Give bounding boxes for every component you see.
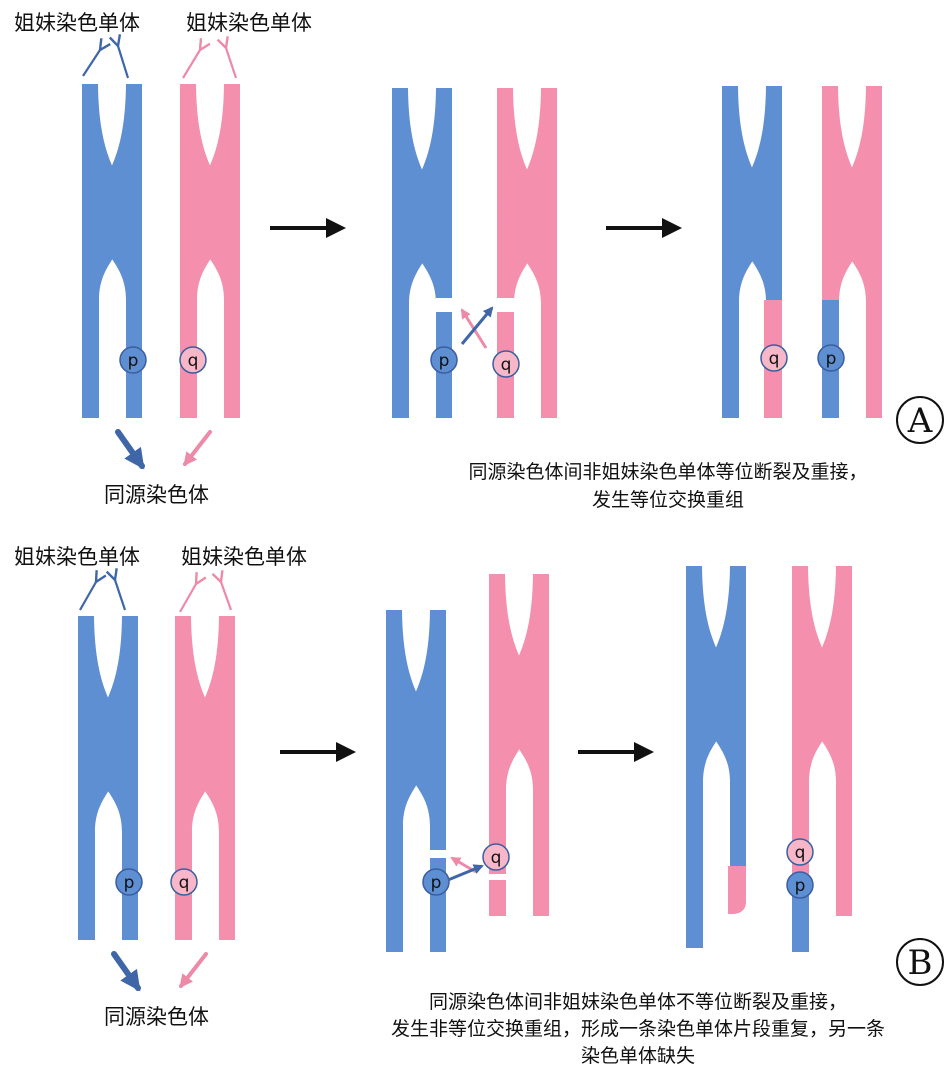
svg-text:B: B [908,943,933,983]
pointer-arrow-icon [447,856,484,882]
panel-b-caption-line3: 染色单体缺失 [581,1045,695,1067]
pointer-arrow-icon [115,429,212,470]
sister-chromatid-label-right: 姐妹染色单体 [186,11,312,35]
homologous-chromosome-label: 同源染色体 [104,1005,209,1029]
svg-text:p: p [128,351,139,371]
svg-text:p: p [795,876,806,896]
pointer-arrow-icon [82,46,238,79]
chromosome-blue-b1 [78,616,138,940]
p-marker: p [817,344,845,372]
q-marker: q [482,843,510,871]
svg-text:q: q [795,843,806,863]
chromosome-pink-b3 [792,566,852,952]
break-gap-icon [433,299,516,310]
svg-text:A: A [907,401,933,441]
p-marker: p [430,346,458,374]
panel-letter-b: B [896,938,944,986]
q-marker: q [760,344,788,372]
chromosome-blue-b2 [386,610,446,952]
chromosome-pink-a1 [180,84,240,418]
svg-text:p: p [431,873,442,893]
svg-text:p: p [439,351,450,371]
chromosome-blue-b3 [686,566,746,948]
svg-text:q: q [501,355,512,375]
panel-a-caption-line1: 同源染色体间非姐妹染色单体等位断裂及重接， [468,461,867,483]
chromosome-pink-b1 [175,616,235,940]
p-marker: p [786,871,814,899]
svg-text:p: p [826,349,837,369]
sister-chromatid-label-left: 姐妹染色单体 [14,11,140,35]
sister-chromatid-label-right: 姐妹染色单体 [181,545,307,569]
p-marker: p [115,868,143,896]
svg-text:p: p [124,873,135,893]
q-marker: q [179,346,207,374]
panel-b-caption-line1: 同源染色体间非姐妹染色单体不等位断裂及重接， [429,991,847,1013]
chromosome-pink-b2 [489,574,549,916]
sister-chromatid-label-left: 姐妹染色单体 [14,545,140,569]
pointer-arrow-icon [460,306,494,349]
panel-a: 姐妹染色单体 姐妹染色单体 p q 同源染色 [14,11,944,511]
svg-text:q: q [179,873,190,893]
p-marker: p [119,346,147,374]
svg-text:q: q [769,349,780,369]
pointer-arrow-icon [111,951,208,992]
panel-b-caption-line2: 发生非等位交换重组，形成一条染色单体片段重复，另一条 [391,1018,885,1040]
break-gap-icon [426,851,510,880]
panel-a-caption-line2: 发生等位交换重组 [592,489,744,511]
p-marker: p [422,868,450,896]
pointer-arrow-icon [79,580,233,613]
homologous-chromosome-label: 同源染色体 [104,483,209,507]
panel-b: 姐妹染色单体 姐妹染色单体 p q 同源染色体 [14,545,944,1067]
panel-letter-a: A [896,396,944,444]
chromosome-blue-a1 [82,84,142,418]
q-marker: q [170,868,198,896]
q-marker: q [786,838,814,866]
q-marker: q [492,350,520,378]
svg-text:q: q [188,351,199,371]
svg-text:q: q [491,848,502,868]
